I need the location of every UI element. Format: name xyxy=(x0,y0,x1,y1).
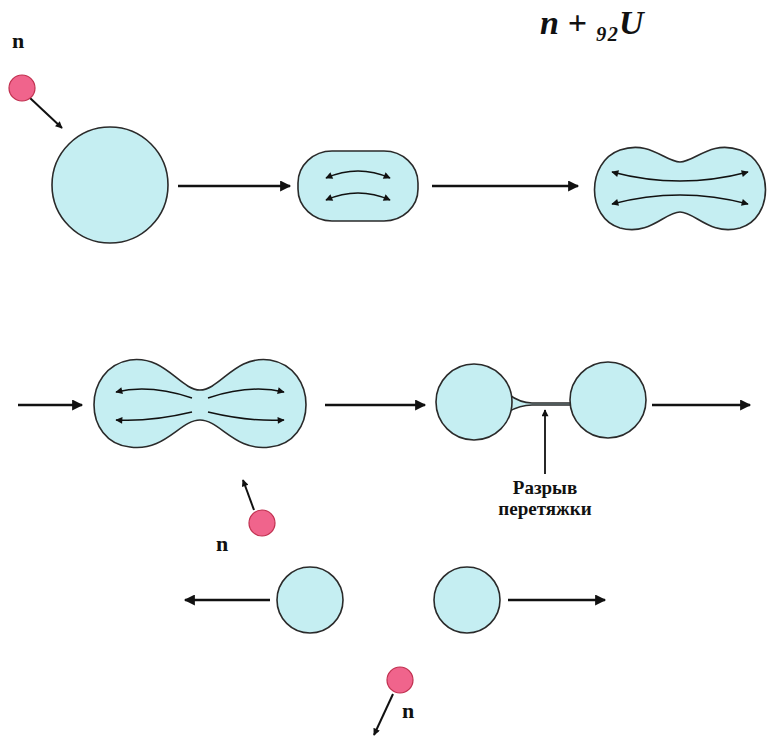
particle-label: n xyxy=(12,30,24,52)
particle-label: n xyxy=(216,533,228,555)
deformation-arrow xyxy=(326,193,390,200)
fragment-nucleus xyxy=(277,567,343,633)
nucleus-dumbbell xyxy=(94,360,306,448)
neutron: n xyxy=(382,662,424,732)
neck-outline xyxy=(508,394,577,403)
deformation-arrow xyxy=(326,171,390,178)
fragment-arrow xyxy=(508,599,605,602)
stage-arrow xyxy=(432,185,578,188)
neutron-circle xyxy=(9,75,35,101)
neutron-path xyxy=(374,694,393,735)
stage-arrow xyxy=(652,404,750,407)
deformation-arrow xyxy=(208,389,284,398)
deformation-arrow xyxy=(208,412,284,420)
neutron-circle xyxy=(249,510,275,536)
nucleus-sphere xyxy=(52,127,168,243)
deformation-arrow xyxy=(612,195,748,204)
fragment-nucleus xyxy=(436,364,512,440)
stage-arrow xyxy=(178,185,290,188)
nucleus-oval xyxy=(298,151,418,221)
leader-arrow xyxy=(544,410,546,474)
neutron-path xyxy=(30,98,62,128)
particle-label: n xyxy=(402,700,414,722)
deformation-arrow xyxy=(116,412,192,420)
stage-arrow xyxy=(18,404,82,407)
neutron-path xyxy=(243,480,254,510)
nucleus-peanut xyxy=(595,147,766,229)
stage-arrow xyxy=(325,404,425,407)
neutron: n xyxy=(4,26,44,106)
neck-break-label: Разрыв перетяжки xyxy=(480,478,610,520)
fragment-arrow xyxy=(185,599,270,602)
neutron-circle xyxy=(387,667,413,693)
fragment-nucleus xyxy=(570,362,646,438)
neck-fill xyxy=(510,396,576,412)
neck-outline xyxy=(508,405,577,412)
reaction-title: n + ₉₂U xyxy=(540,4,644,42)
neutron: n xyxy=(208,505,280,561)
fragment-nucleus xyxy=(434,567,500,633)
deformation-arrow xyxy=(116,389,192,398)
deformation-arrow xyxy=(612,172,748,181)
